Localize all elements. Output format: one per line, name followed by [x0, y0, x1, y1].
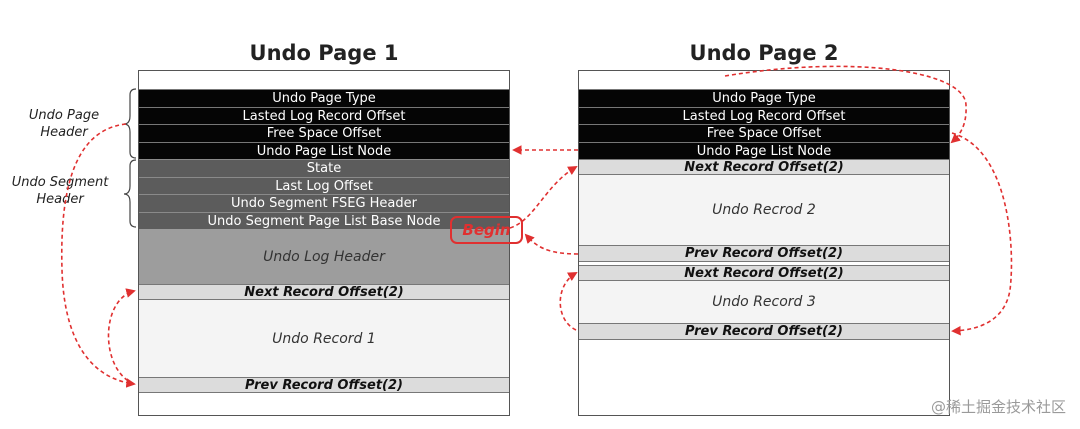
- undo-page-header-label: Undo Page Header: [28, 108, 100, 140]
- p1-undo-page-list-node: Undo Page List Node: [139, 142, 509, 159]
- watermark: @稀土掘金技术社区: [930, 398, 1066, 416]
- p2-prev-record-offset-1: Prev Record Offset(2): [579, 245, 949, 262]
- p1-undo-page-type: Undo Page Type: [139, 89, 509, 107]
- p1-undo-record-1: Undo Record 1: [139, 300, 509, 377]
- p2-undo-page-list-node: Undo Page List Node: [579, 142, 949, 159]
- arrow-rec2-begin: [524, 233, 579, 255]
- arrow-top-right: [724, 65, 967, 144]
- p1-last-log-offset: Last Log Offset: [139, 177, 509, 194]
- p2-undo-page-type: Undo Page Type: [579, 89, 949, 107]
- undo-segment-header-label: Undo Segment Header: [11, 175, 109, 207]
- brace-segment-header: [123, 159, 137, 228]
- arrow-rec3-next: [559, 272, 578, 331]
- p2-gap: [579, 262, 949, 265]
- p2-undo-record-2: Undo Recrod 2: [579, 175, 949, 245]
- p1-prev-record-offset: Prev Record Offset(2): [139, 377, 509, 393]
- p1-undo-segment-fseg-header: Undo Segment FSEG Header: [139, 194, 509, 212]
- arrow-left-loop: [60, 123, 136, 388]
- p2-lasted-log-record-offset: Lasted Log Record Offset: [579, 107, 949, 124]
- p2-next-record-offset-2: Next Record Offset(2): [579, 265, 949, 281]
- p1-undo-log-header: Undo Log Header: [139, 229, 509, 284]
- arrow-begin: [509, 166, 578, 229]
- p1-next-record-offset: Next Record Offset(2): [139, 284, 509, 300]
- p2-prev-record-offset-2: Prev Record Offset(2): [579, 323, 949, 340]
- p1-lasted-log-record-offset: Lasted Log Record Offset: [139, 107, 509, 124]
- p2-next-record-offset-1: Next Record Offset(2): [579, 159, 949, 175]
- undo-page-1: Undo Page Type Lasted Log Record Offset …: [138, 70, 510, 416]
- p2-free-space-offset: Free Space Offset: [579, 124, 949, 142]
- p1-free-space-offset: Free Space Offset: [139, 124, 509, 142]
- undo-page-1-title: Undo Page 1: [249, 41, 399, 65]
- begin-marker: Begin: [450, 216, 523, 244]
- undo-page-2: Undo Page Type Lasted Log Record Offset …: [578, 70, 950, 416]
- p2-undo-record-3: Undo Record 3: [579, 281, 949, 323]
- p1-undo-segment-page-list-base-node: Undo Segment Page List Base Node: [139, 212, 509, 229]
- arrow-right-loop: [951, 132, 1013, 336]
- undo-page-2-title: Undo Page 2: [689, 41, 839, 65]
- p1-state: State: [139, 159, 509, 177]
- arrow-rec1-next: [107, 288, 136, 385]
